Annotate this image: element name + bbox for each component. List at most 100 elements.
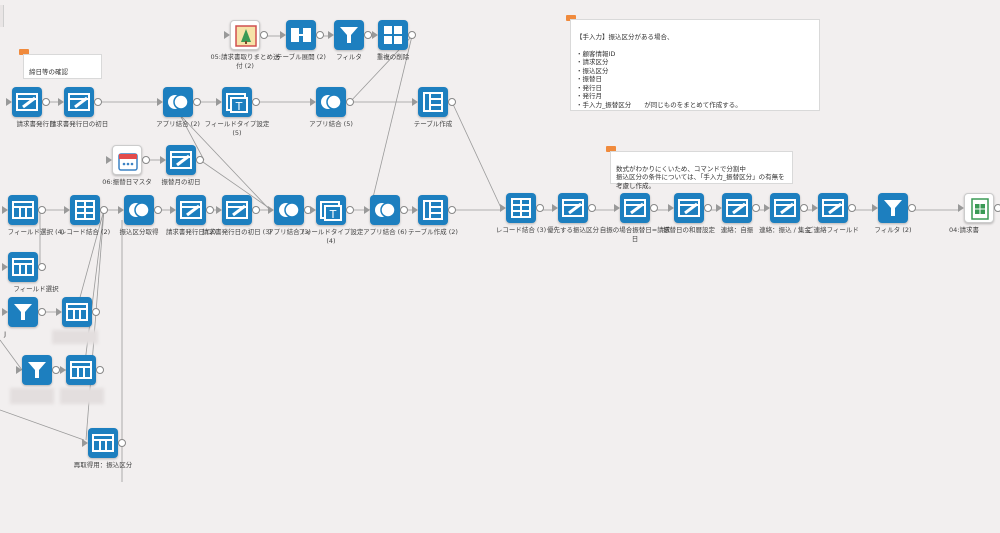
input-port[interactable] [60, 366, 66, 374]
output-port[interactable] [448, 206, 456, 214]
node-filter-2[interactable] [878, 193, 908, 223]
output-port[interactable] [100, 206, 108, 214]
node-priority-transfer[interactable] [558, 193, 588, 223]
node-transfer-day-master[interactable] [112, 145, 142, 175]
output-port[interactable] [193, 98, 201, 106]
input-port[interactable] [412, 98, 418, 106]
input-port[interactable] [170, 206, 176, 214]
input-port[interactable] [716, 204, 722, 212]
node-field-select-4[interactable] [8, 195, 38, 225]
input-port[interactable] [268, 206, 274, 214]
note-closing-date[interactable]: 締日等の確認 [23, 54, 102, 79]
input-port[interactable] [58, 98, 64, 106]
node-remove-duplicates[interactable] [378, 20, 408, 50]
output-port[interactable] [800, 204, 808, 212]
input-port[interactable] [372, 31, 378, 39]
output-port[interactable] [316, 31, 324, 39]
input-port[interactable] [872, 204, 878, 212]
node-transfer-type-get[interactable] [124, 195, 154, 225]
node-filter-left-2[interactable] [22, 355, 52, 385]
node-image-summary[interactable] [230, 20, 260, 50]
node-table-left-1[interactable] [62, 297, 92, 327]
output-port[interactable] [704, 204, 712, 212]
output-port[interactable] [206, 206, 214, 214]
input-port[interactable] [364, 206, 370, 214]
node-invoice-output[interactable] [964, 193, 994, 223]
node-table-create-2[interactable] [418, 195, 448, 225]
node-record-join-3[interactable] [506, 193, 536, 223]
node-app-join-3[interactable] [274, 195, 304, 225]
input-port[interactable] [6, 98, 12, 106]
node-record-join-2[interactable] [70, 195, 100, 225]
output-port[interactable] [42, 98, 50, 106]
node-invoice-issue-date-2[interactable] [176, 195, 206, 225]
node-contact-auto[interactable] [722, 193, 752, 223]
output-port[interactable] [364, 31, 372, 39]
input-port[interactable] [310, 206, 316, 214]
node-field-type-5[interactable]: T [222, 87, 252, 117]
node-invoice-issue-date-first-3[interactable] [222, 195, 252, 225]
input-port[interactable] [56, 308, 62, 316]
output-port[interactable] [252, 98, 260, 106]
output-port[interactable] [908, 204, 916, 212]
output-port[interactable] [260, 31, 268, 39]
input-port[interactable] [668, 204, 674, 212]
output-port[interactable] [92, 308, 100, 316]
node-field-type-4[interactable]: T [316, 195, 346, 225]
output-port[interactable] [96, 366, 104, 374]
output-port[interactable] [588, 204, 596, 212]
input-port[interactable] [500, 204, 506, 212]
node-app-join-6[interactable] [370, 195, 400, 225]
output-port[interactable] [400, 206, 408, 214]
output-port[interactable] [252, 206, 260, 214]
node-filter-left-1[interactable] [8, 297, 38, 327]
output-port[interactable] [346, 206, 354, 214]
output-port[interactable] [38, 308, 46, 316]
node-invoice-issue-date[interactable] [12, 87, 42, 117]
output-port[interactable] [38, 263, 46, 271]
node-app-join-5[interactable] [316, 87, 346, 117]
input-port[interactable] [64, 206, 70, 214]
input-port[interactable] [16, 366, 22, 374]
input-port[interactable] [2, 206, 8, 214]
output-port[interactable] [752, 204, 760, 212]
output-port[interactable] [536, 204, 544, 212]
output-port[interactable] [94, 98, 102, 106]
input-port[interactable] [160, 156, 166, 164]
node-reacquire-transfer[interactable] [88, 428, 118, 458]
node-transfer-month-first[interactable] [166, 145, 196, 175]
node-contact-transfer[interactable] [770, 193, 800, 223]
input-port[interactable] [157, 98, 163, 106]
input-port[interactable] [2, 308, 8, 316]
output-port[interactable] [408, 31, 416, 39]
output-port[interactable] [118, 439, 126, 447]
input-port[interactable] [552, 204, 558, 212]
node-transfer-date-final[interactable] [674, 193, 704, 223]
input-port[interactable] [224, 31, 230, 39]
output-port[interactable] [650, 204, 658, 212]
output-port[interactable] [38, 206, 46, 214]
input-port[interactable] [118, 206, 124, 214]
output-port[interactable] [848, 204, 856, 212]
input-port[interactable] [958, 204, 964, 212]
node-table-left-2[interactable] [66, 355, 96, 385]
input-port[interactable] [328, 31, 334, 39]
output-port[interactable] [52, 366, 60, 374]
note-manual-input[interactable]: 【手入力】振込区分がある場合、 ・顧客情報ID ・請求区分 ・振込区分 ・振替日… [570, 19, 820, 111]
input-port[interactable] [82, 439, 88, 447]
output-port[interactable] [346, 98, 354, 106]
output-port[interactable] [154, 206, 162, 214]
input-port[interactable] [216, 98, 222, 106]
node-app-join-2[interactable] [163, 87, 193, 117]
input-port[interactable] [106, 156, 112, 164]
output-port[interactable] [448, 98, 456, 106]
output-port[interactable] [142, 156, 150, 164]
node-contact-field[interactable] [818, 193, 848, 223]
input-port[interactable] [280, 31, 286, 39]
output-port[interactable] [196, 156, 204, 164]
note-complex-formula[interactable]: 数式がわかりにくいため、コマンドで分割中 振込区分の条件については、「手入力_振… [610, 151, 793, 190]
node-table-expand-2[interactable] [286, 20, 316, 50]
node-auto-debit-date[interactable] [620, 193, 650, 223]
output-port[interactable] [994, 204, 1000, 212]
